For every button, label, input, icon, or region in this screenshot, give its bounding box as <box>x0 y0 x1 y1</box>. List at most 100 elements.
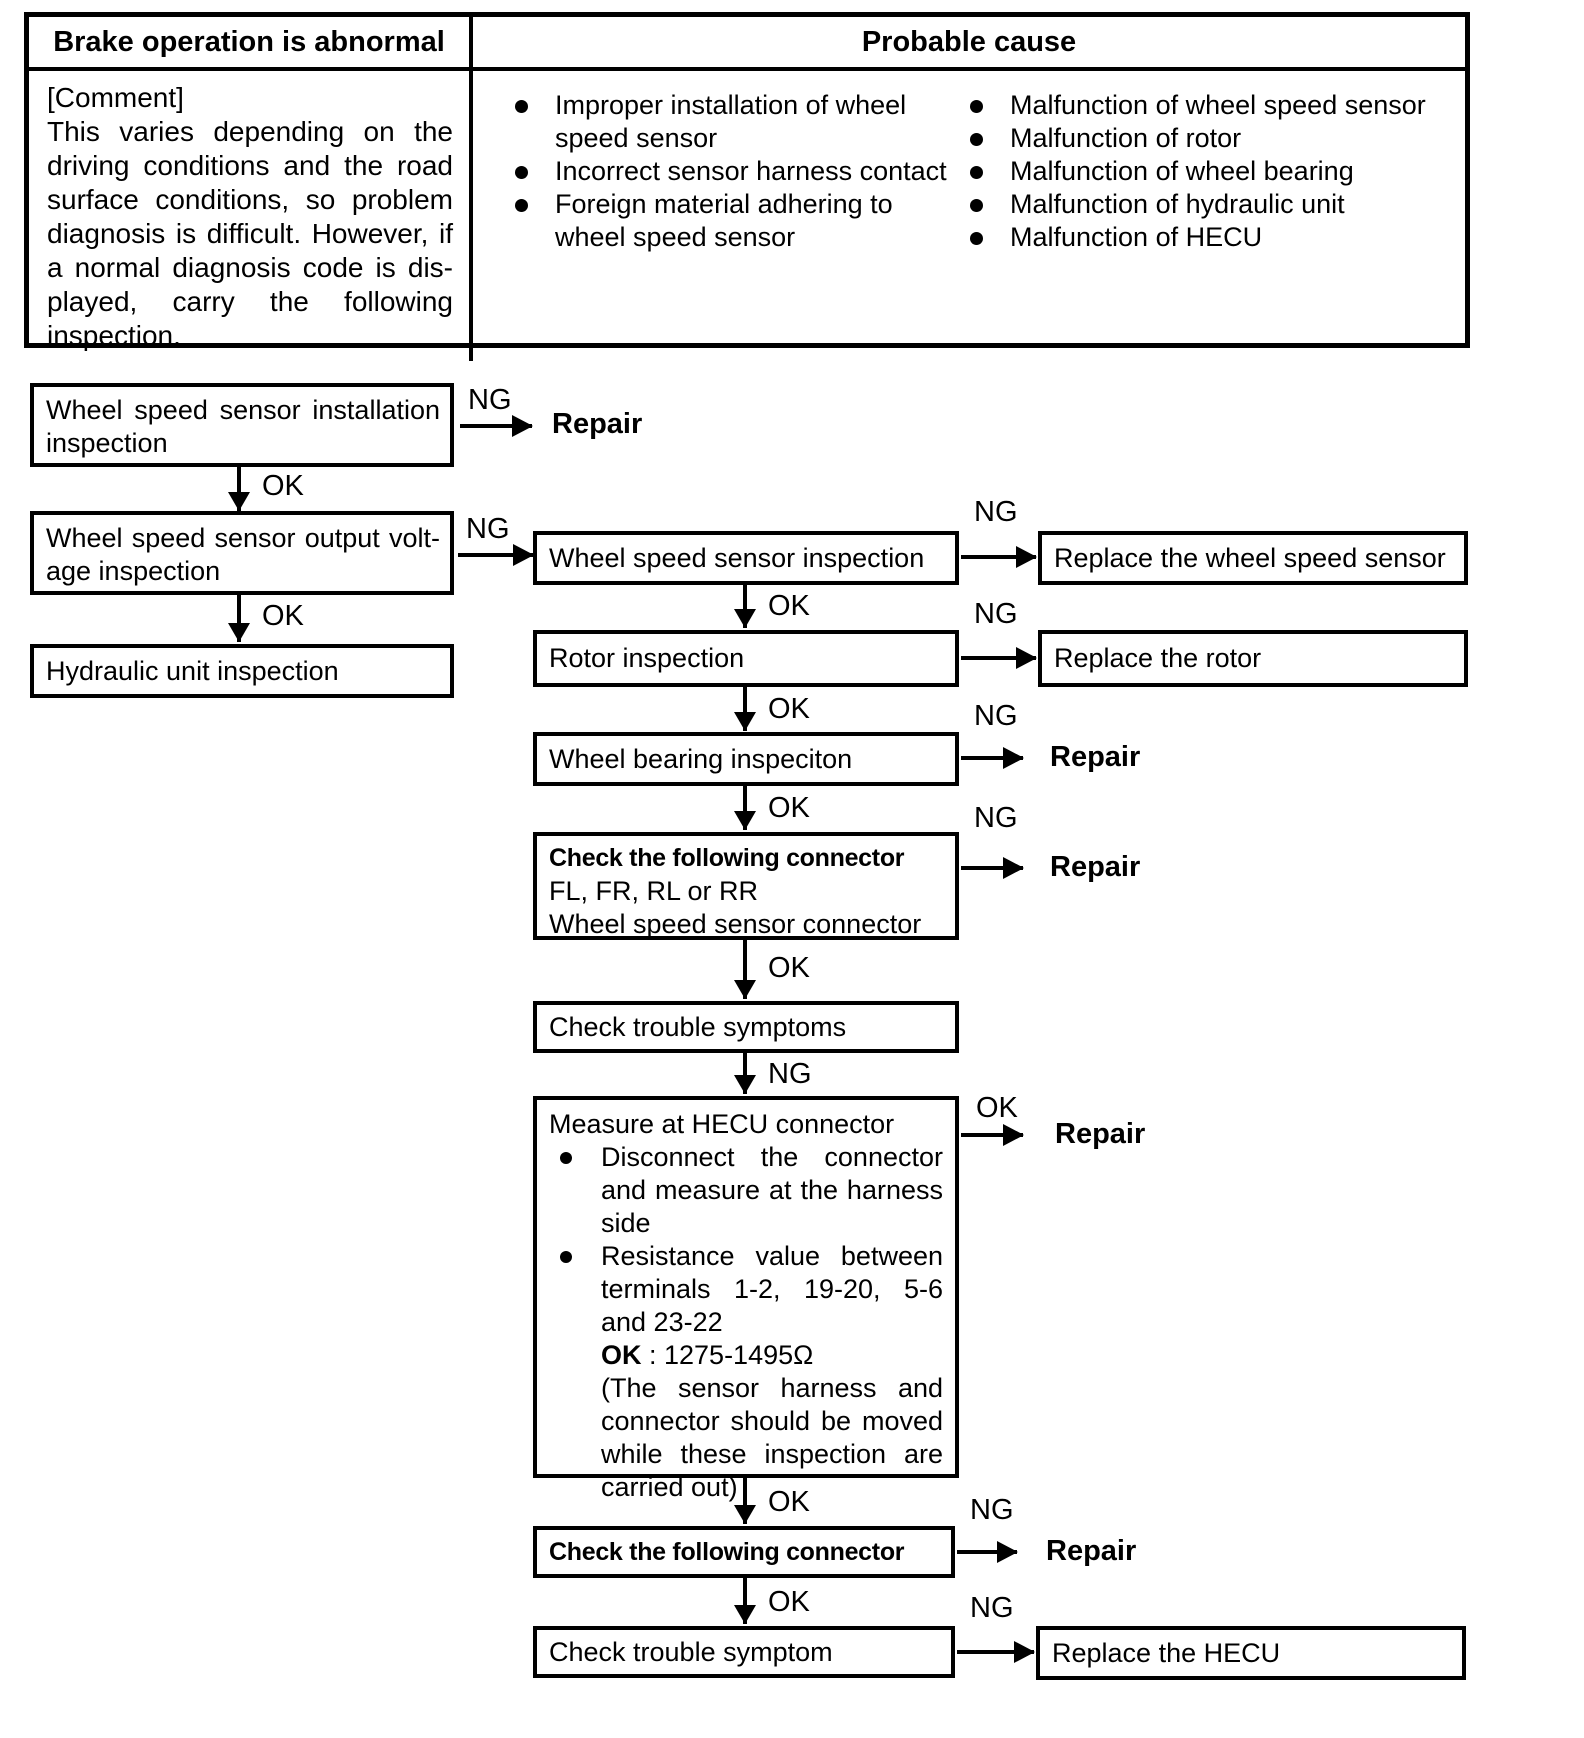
right-arrow-icon <box>961 1133 1023 1137</box>
node-connector-check: Check the following connector FL, FR, RL… <box>533 832 959 940</box>
node-connector-check-2: Check the following connector <box>533 1526 955 1578</box>
hecu-ok-spec-value: : 1275-1495Ω <box>641 1340 814 1370</box>
bullet-icon <box>515 166 528 179</box>
cause-item: Malfunction of wheel bearing <box>970 155 1457 188</box>
comment-cell: [Comment] This varies depending on the d… <box>29 71 473 361</box>
ok-label: OK <box>768 952 810 984</box>
probable-cause-cell: Improper installation of wheel speed sen… <box>473 71 1465 361</box>
right-arrow-icon <box>458 553 533 557</box>
right-arrow-icon <box>957 1650 1034 1654</box>
cause-text: Malfunction of hydraulic unit <box>1010 189 1345 219</box>
repair-action: Repair <box>1050 741 1141 773</box>
cause-item: Malfunction of HECU <box>970 221 1457 254</box>
cause-item: Improper installation of wheel speed sen… <box>515 89 970 155</box>
table-header-probable-cause: Probable cause <box>473 17 1465 71</box>
ok-label: OK <box>768 1586 810 1618</box>
node-check-trouble-symptoms: Check trouble symptoms <box>533 1001 959 1053</box>
down-arrow-icon <box>237 595 241 642</box>
ng-label: NG <box>974 802 1018 834</box>
bullet-icon <box>515 199 528 212</box>
ok-label: OK <box>768 693 810 725</box>
node-measure-hecu-connector: Measure at HECU connector Disconnect the… <box>533 1096 959 1502</box>
connector-check-2-title: Check the following connector <box>549 1537 905 1566</box>
bullet-icon <box>970 166 983 179</box>
down-arrow-icon <box>743 1478 747 1524</box>
right-arrow-icon <box>961 555 1036 559</box>
repair-action: Repair <box>1055 1118 1146 1150</box>
hecu-bullet-2: Resistance value between ter­minals 1-2,… <box>549 1240 943 1504</box>
node-check-trouble-symptom: Check trouble symptom <box>533 1626 955 1678</box>
cause-text: Malfunction of HECU <box>1010 222 1263 252</box>
ng-label: NG <box>970 1592 1014 1624</box>
connector-check-line2: Wheel speed sensor connector <box>549 909 922 939</box>
down-arrow-icon <box>743 940 747 999</box>
node-replace-hecu: Replace the HECU <box>1036 1626 1466 1680</box>
bullet-icon <box>515 100 528 113</box>
down-arrow-icon <box>743 786 747 830</box>
right-arrow-icon <box>460 424 532 428</box>
ng-label: NG <box>974 496 1018 528</box>
ng-label: NG <box>468 384 512 416</box>
bullet-icon <box>560 1152 572 1164</box>
cause-item: Malfunction of hydraulic unit <box>970 188 1457 221</box>
ng-label: NG <box>970 1494 1014 1526</box>
cause-table: Brake operation is abnormal Probable cau… <box>24 12 1470 361</box>
bullet-icon <box>970 232 983 245</box>
ok-label: OK <box>262 600 304 632</box>
connector-check-title: Check the following connector <box>549 844 905 872</box>
cause-text: Incorrect sensor harness contact <box>555 156 947 186</box>
repair-action: Repair <box>1046 1535 1137 1567</box>
ok-label: OK <box>768 1486 810 1518</box>
ng-label: NG <box>974 700 1018 732</box>
hecu-ok-spec-label: OK <box>601 1340 642 1370</box>
node-wheel-bearing-inspection: Wheel bearing inspeciton <box>533 732 959 786</box>
connector-check-line1: FL, FR, RL or RR <box>549 876 759 906</box>
cause-text: Malfunction of rotor <box>1010 123 1242 153</box>
down-arrow-icon <box>743 687 747 731</box>
hecu-bullet-2-body: Resistance value between ter­minals 1-2,… <box>601 1240 943 1504</box>
cause-item: Malfunction of rotor <box>970 122 1457 155</box>
hecu-bullet-1-text: Disconnect the connector and measure at … <box>601 1142 943 1238</box>
cause-list-primary: Improper installation of wheel speed sen… <box>515 89 970 353</box>
ng-label: NG <box>768 1058 812 1090</box>
down-arrow-icon <box>743 585 747 628</box>
hecu-bullet-1: Disconnect the connector and measure at … <box>549 1141 943 1240</box>
node-rotor-inspection: Rotor inspection <box>533 630 959 687</box>
node-hydraulic-unit-inspection: Hydraulic unit inspection <box>30 644 454 698</box>
bullet-icon <box>970 133 983 146</box>
right-arrow-icon <box>961 756 1023 760</box>
cause-item: Malfunction of wheel speed sensor <box>970 89 1457 122</box>
node-output-voltage-inspection: Wheel speed sensor output volt­age inspe… <box>30 511 454 595</box>
ng-label: NG <box>466 513 510 545</box>
right-arrow-icon <box>961 866 1023 870</box>
right-arrow-icon <box>961 656 1036 660</box>
cause-text: Malfunction of wheel speed sensor <box>1010 90 1426 120</box>
hecu-ok-spec: OK : 1275-1495Ω <box>601 1339 943 1372</box>
bullet-icon <box>560 1251 572 1263</box>
bullet-icon <box>970 199 983 212</box>
repair-action: Repair <box>552 408 643 440</box>
ok-label: OK <box>976 1092 1018 1124</box>
ok-label: OK <box>262 470 304 502</box>
bullet-icon <box>970 100 983 113</box>
down-arrow-icon <box>237 467 241 511</box>
hecu-bullet-2-text: Resistance value between ter­minals 1-2,… <box>601 1241 943 1337</box>
node-replace-wheel-speed-sensor: Replace the wheel speed sensor <box>1038 531 1468 585</box>
cause-text: Malfunction of wheel bearing <box>1010 156 1354 186</box>
ng-label: NG <box>974 598 1018 630</box>
hecu-note: (The sensor harness and con­nector shoul… <box>601 1373 943 1502</box>
cause-text: Improper installation of wheel speed sen… <box>555 90 907 153</box>
cause-text: Foreign material adhering to wheel speed… <box>555 189 893 252</box>
down-arrow-icon <box>743 1578 747 1624</box>
repair-action: Repair <box>1050 851 1141 883</box>
cause-item: Foreign material adhering to wheel speed… <box>515 188 970 254</box>
cause-item: Incorrect sensor harness contact <box>515 155 970 188</box>
node-wheel-speed-sensor-inspection: Wheel speed sensor inspection <box>533 531 959 585</box>
ok-label: OK <box>768 792 810 824</box>
hecu-title: Measure at HECU connector <box>549 1109 895 1139</box>
node-installation-inspection: Wheel speed sensor installation inspecti… <box>30 383 454 467</box>
ok-label: OK <box>768 590 810 622</box>
table-header-symptom: Brake operation is abnormal <box>29 17 473 71</box>
